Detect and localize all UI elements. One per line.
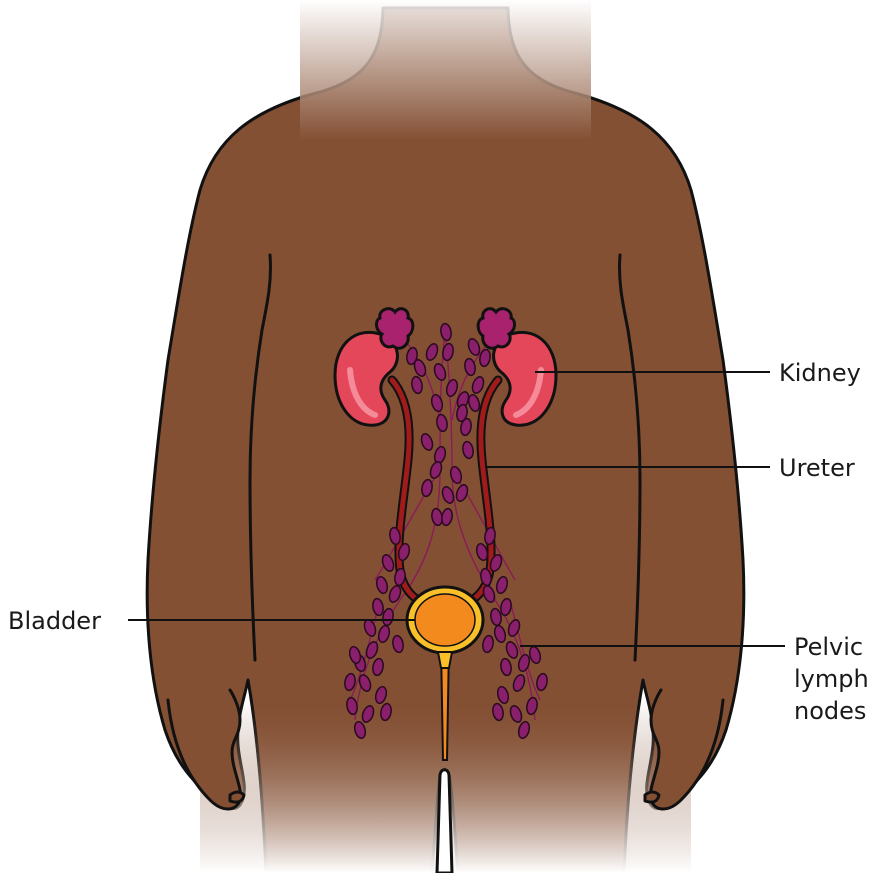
pelvic-label-line1: Pelvic	[794, 633, 863, 661]
pelvic-label-line3: nodes	[794, 697, 866, 725]
ureter-label: Ureter	[779, 454, 855, 482]
pelvic-label-line2: lymph	[794, 665, 869, 693]
right-thumbnail	[645, 792, 659, 802]
right-adrenal-gland	[478, 309, 514, 349]
neck-fade	[300, 0, 591, 140]
left-hand	[168, 690, 241, 809]
bladder-inner	[415, 594, 475, 646]
pelvic-lymph-nodes-label: Pelvic lymph nodes	[794, 633, 876, 725]
leg-gap	[437, 770, 452, 873]
left-adrenal-gland	[376, 309, 412, 349]
right-hand	[650, 690, 723, 809]
kidney-label: Kidney	[779, 359, 861, 387]
left-thumbnail	[230, 792, 244, 802]
bladder-label: Bladder	[8, 607, 101, 635]
